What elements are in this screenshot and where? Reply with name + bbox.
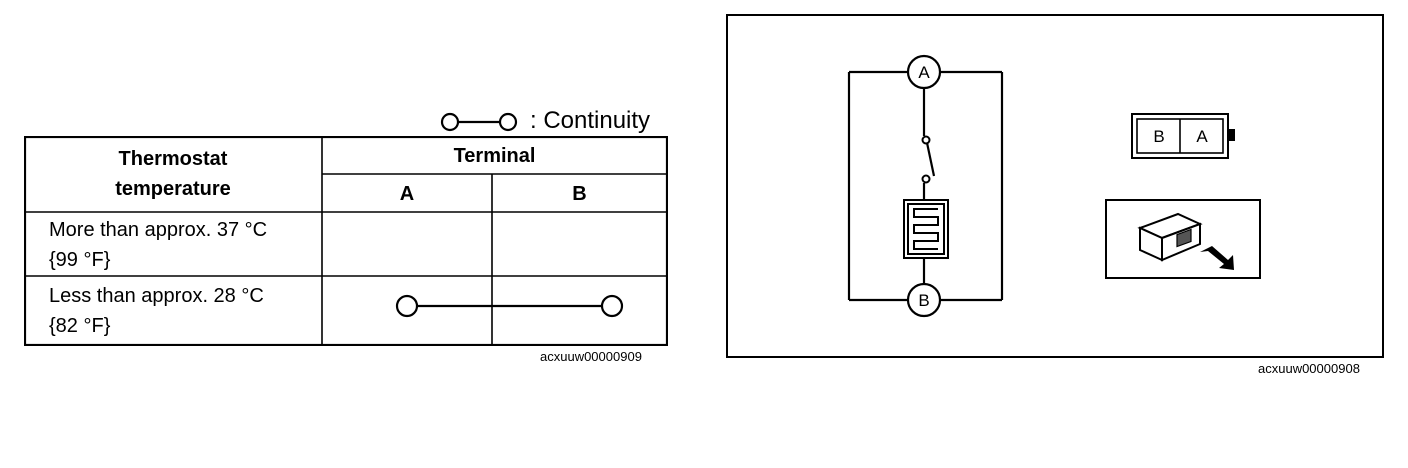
terminal-a-header: A bbox=[399, 183, 415, 205]
thermostat-temperature-header-text: Thermostat temperature bbox=[115, 148, 231, 200]
terminal-group-header: Terminal bbox=[453, 145, 536, 167]
connector-face-icon: B A bbox=[1131, 113, 1235, 159]
terminal-a-label: A bbox=[918, 63, 930, 82]
terminal-a-node: A bbox=[906, 54, 942, 90]
table-grid bbox=[24, 136, 668, 346]
diagram-figure-code: acxuuw00000908 bbox=[1258, 361, 1360, 376]
thermostat-diagram-frame: A B B A bbox=[726, 14, 1384, 358]
row-temp-celsius: More than approx. 37 °C bbox=[49, 219, 268, 241]
circuit-wiring bbox=[847, 70, 1004, 302]
row-temp-celsius: Less than approx. 28 °C bbox=[49, 285, 264, 307]
terminal-b-header: B bbox=[572, 183, 587, 205]
switch-contacts bbox=[921, 135, 931, 184]
legend-text: : Continuity bbox=[530, 107, 651, 134]
connector-label-b: B bbox=[1153, 127, 1164, 146]
connector-view-icon bbox=[1105, 199, 1261, 279]
terminal-b-label: B bbox=[918, 291, 929, 310]
row-temp-fahrenheit: {99 °F} bbox=[49, 249, 111, 271]
continuity-symbol-icon bbox=[440, 112, 518, 132]
continuity-legend: : Continuity bbox=[438, 106, 670, 136]
table-figure-code: acxuuw00000909 bbox=[540, 349, 642, 364]
thermostat-element-icon bbox=[903, 199, 949, 259]
thermostat-temperature-header: Thermostat temperature bbox=[24, 136, 322, 212]
table-row-low-temp: Less than approx. 28 °C {82 °F} bbox=[24, 278, 322, 344]
connector-label-a: A bbox=[1196, 127, 1208, 146]
continuity-mark-row-2 bbox=[395, 294, 624, 318]
thermostat-diagram: A B B A bbox=[847, 54, 1261, 318]
continuity-table: Thermostat temperature Terminal A B More… bbox=[24, 136, 668, 346]
row-temp-fahrenheit: {82 °F} bbox=[49, 315, 111, 337]
table-row-high-temp: More than approx. 37 °C {99 °F} bbox=[24, 214, 322, 276]
terminal-b-node: B bbox=[906, 282, 942, 318]
